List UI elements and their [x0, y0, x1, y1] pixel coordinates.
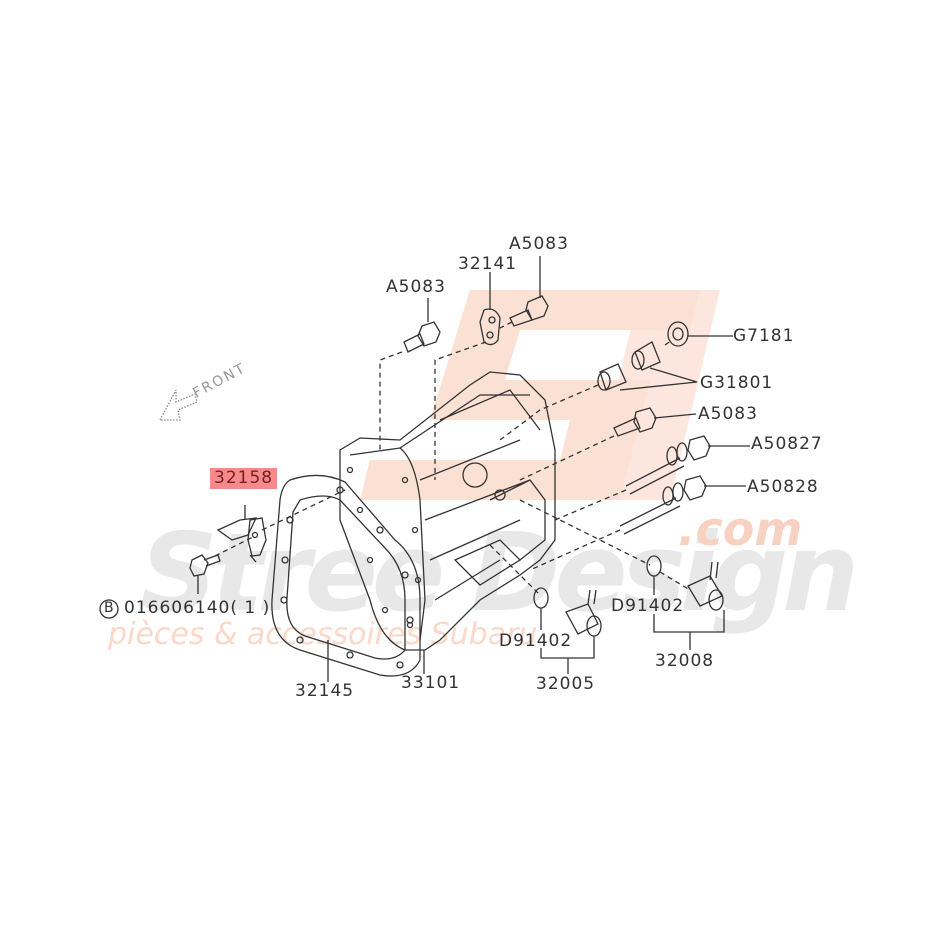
- switch-32008: [653, 561, 725, 650]
- washer-d91402-left: [533, 587, 549, 630]
- seal-g7181: [667, 321, 733, 347]
- label-bolt-016606140[interactable]: 016606140( 1 ): [124, 598, 271, 618]
- label-32008[interactable]: 32008: [655, 651, 715, 671]
- bolt-a5083-top-left: [403, 298, 441, 353]
- label-33101[interactable]: 33101: [401, 673, 461, 693]
- label-a5083-top-left[interactable]: A5083: [386, 277, 446, 297]
- label-32005[interactable]: 32005: [536, 674, 596, 694]
- label-d91402-left[interactable]: D91402: [499, 631, 573, 651]
- svg-text:FRONT: FRONT: [190, 360, 249, 401]
- label-32158-highlighted[interactable]: 32158: [210, 468, 278, 489]
- watermark-tagline: pièces & accessoires Subaru: [108, 617, 538, 652]
- bolt-a50828: [619, 475, 746, 535]
- label-d91402-right[interactable]: D91402: [611, 596, 685, 616]
- bolt-a50827: [625, 435, 750, 495]
- washer-d91402-right: [646, 555, 662, 595]
- gasket-plate-32141: [479, 272, 501, 346]
- switch-32005: [540, 589, 602, 674]
- label-a5083-top-right[interactable]: A5083: [509, 234, 569, 254]
- label-32145[interactable]: 32145: [295, 681, 355, 701]
- label-a50827[interactable]: A50827: [751, 434, 823, 454]
- front-arrow-icon: [158, 389, 198, 421]
- bolt-marker-b: B: [104, 600, 115, 616]
- label-32141[interactable]: 32141: [458, 254, 518, 274]
- label-g7181[interactable]: G7181: [733, 326, 795, 346]
- bushing-g31801: [597, 341, 698, 391]
- bolt-a5083-top-right: [509, 256, 549, 327]
- bolt-016606140: [189, 554, 221, 594]
- transmission-case-33101: [339, 371, 556, 651]
- label-a50828[interactable]: A50828: [747, 477, 819, 497]
- watermark-domain: .com: [678, 502, 803, 556]
- label-a5083-mid[interactable]: A5083: [698, 404, 758, 424]
- bolt-a5083-mid: [613, 407, 697, 437]
- label-g31801[interactable]: G31801: [700, 373, 774, 393]
- bracket-32158: [216, 517, 267, 563]
